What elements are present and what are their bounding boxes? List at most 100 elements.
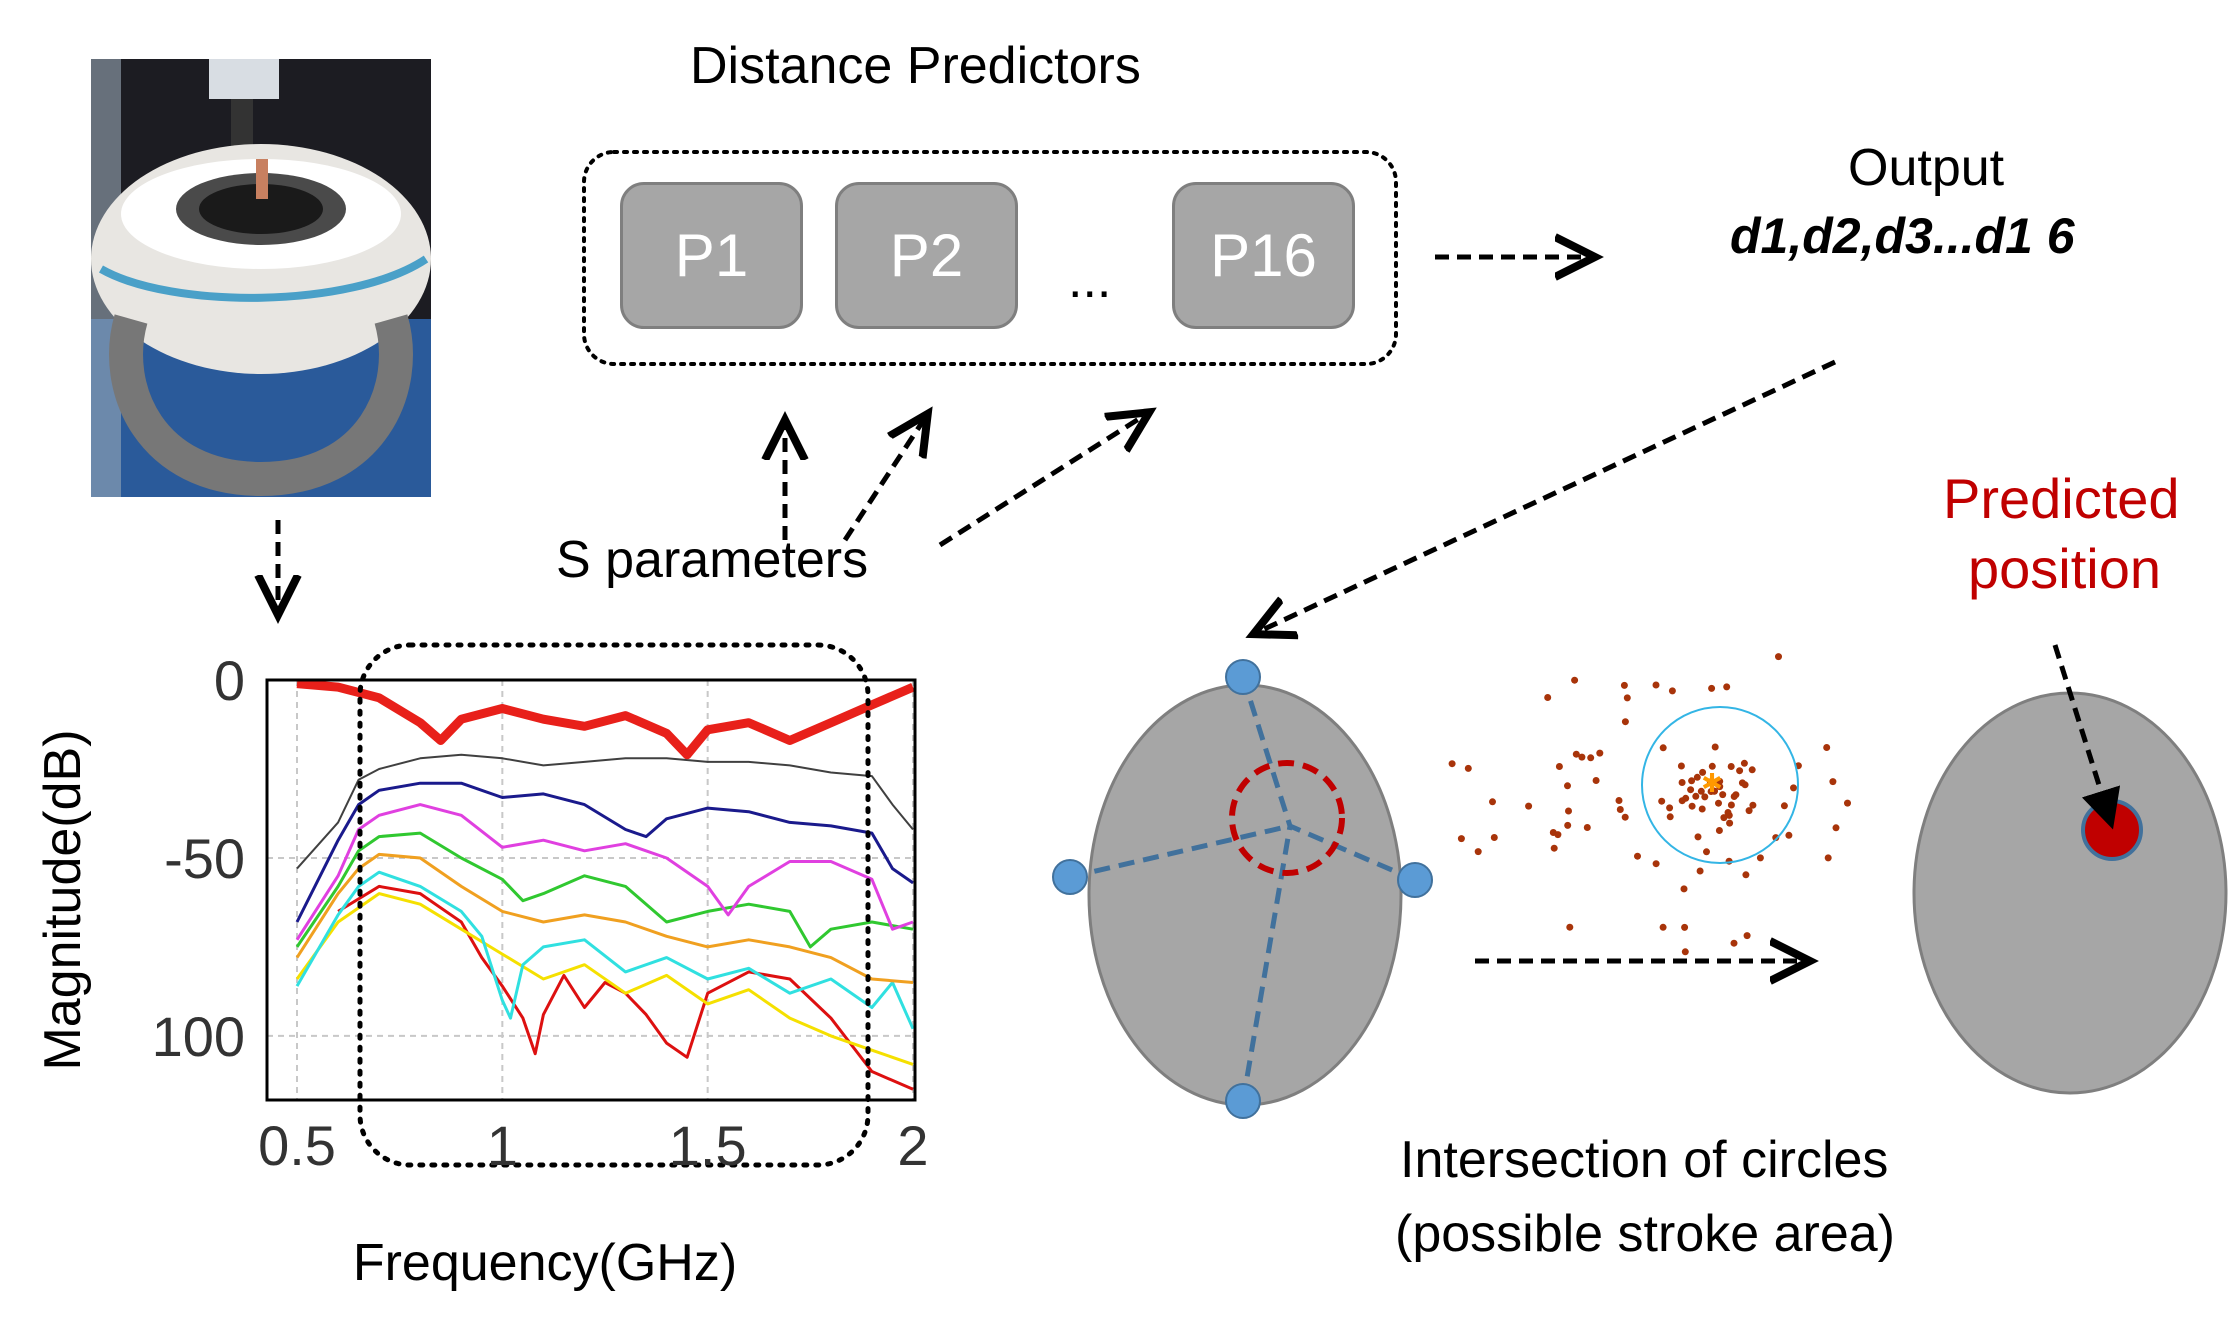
cloud-point [1716,777,1724,785]
chart-plot-frame [265,678,917,1102]
x-tick-label: 1.5 [669,1114,747,1177]
cloud-point [1732,791,1740,799]
cloud-point [1565,807,1572,815]
series-line [295,892,914,1066]
series-line [296,679,915,760]
predictor-p1: P1 [620,182,803,329]
y-tick-label: -50 [164,827,245,890]
cloud-point [1682,794,1690,802]
output-label: Output [1848,139,2005,197]
cloud-point [1677,762,1685,770]
cloud-point [1715,799,1722,807]
series-line [295,852,914,984]
output-to-ellipse-arrow [1258,359,1837,632]
cloud-point [1652,860,1660,868]
cloud-point [1693,773,1701,781]
intersection-point-cloud: ✱ [1448,653,1851,956]
sensor-left [1052,859,1088,895]
cloud-point [1681,923,1689,931]
predicted-label-line1: Predicted [1943,467,2180,530]
cloud-point [1699,768,1707,776]
cloud-point [1554,831,1562,839]
cloud-point [1710,787,1718,795]
cloud-point [1490,834,1498,841]
cloud-point [1658,797,1666,805]
cloud-point [1572,750,1580,758]
cloud-point [1724,809,1732,816]
cloud-point [1578,753,1586,761]
intersection-circle [1641,706,1799,864]
cloud-point [1621,813,1629,821]
cloud-point [1448,760,1456,768]
cloud-point [1620,681,1628,689]
y-tick-label: 0 [214,649,245,712]
cloud-point [1832,824,1840,832]
intersection-label-line2: (possible stroke area) [1395,1205,1895,1263]
cloud-point [1844,799,1851,807]
cloud-point [1723,683,1731,691]
cloud-point [1743,932,1751,940]
cloud-point [1749,801,1757,809]
output-values: d1,d2,d3...d1 6 [1730,208,2075,264]
cloud-point [1587,754,1595,762]
sparams-to-p2-arrow [842,418,925,542]
predictor-ellipsis: ... [1068,251,1112,309]
s-parameters-label: S parameters [556,531,869,589]
cloud-point [1708,762,1716,770]
cloud-point [1474,848,1482,856]
cloud-point [1775,653,1782,661]
cloud-point [1748,766,1756,774]
cloud-point [1666,813,1674,821]
cloud-point [1708,684,1716,692]
device-photo [91,59,431,497]
cloud-point [1730,939,1738,947]
sparams-to-p16-arrow [938,415,1145,548]
cloud-point [1742,871,1750,879]
cloud-point [1634,852,1641,860]
cloud-point [1790,784,1797,792]
cloud-point [1550,844,1558,852]
cloud-point [1564,782,1571,790]
cloud-point [1623,694,1631,702]
cloud-point [1621,718,1629,726]
cloud-point [1566,923,1574,931]
cloud-point [1738,779,1746,787]
cloud-point [1829,778,1837,786]
predictor-p2: P2 [835,182,1018,329]
cloud-point [1596,749,1604,757]
cloud-point [1489,798,1496,806]
cloud-point [1616,806,1624,813]
cloud-point [1697,787,1705,795]
x-tick-label: 2 [897,1114,928,1177]
cloud-point [1719,791,1727,799]
predicted-position-marker [2081,799,2143,861]
y-axis-label: Magnitude(dB) [34,729,92,1070]
distance-predictors-title: Distance Predictors [690,37,1141,95]
cloud-point [1680,885,1688,893]
frequency-selection-outline [357,642,871,1168]
predictors-group-outline [582,150,1398,366]
head-ellipse-sensors [1052,659,1433,1119]
cloud-point [1592,777,1600,784]
cloud-point [1736,767,1744,775]
cloud-point [1785,831,1793,839]
predicted-label-line2: position [1968,537,2162,600]
series-line [295,803,914,941]
cloud-point [1711,743,1719,751]
cloud-point [1692,792,1700,800]
x-tick-label: 1 [487,1114,518,1177]
cloud-point [1615,797,1623,804]
sensor-bottom [1225,1083,1261,1119]
cloud-point [1694,833,1702,841]
cloud-point [1780,802,1788,810]
cloud-point [1687,786,1695,794]
cloud-point [1666,804,1674,812]
head-ellipse-predicted [1912,644,2228,1095]
cloud-point [1727,801,1735,809]
cloud-point [1703,848,1710,856]
cloud-point [1688,777,1696,785]
x-tick-label: 0.5 [258,1114,336,1177]
cloud-point [1652,681,1660,689]
cloud-point [1720,814,1728,822]
